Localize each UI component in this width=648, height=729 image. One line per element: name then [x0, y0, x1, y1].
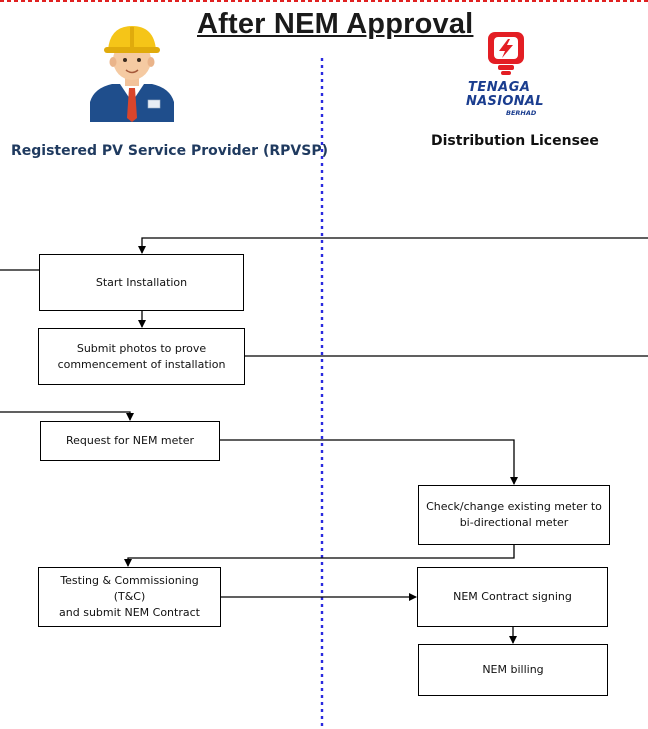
step-testing-commissioning: Testing & Commissioning (T&C) and submit…	[38, 567, 221, 627]
tnb-logo-line2: NASIONAL	[466, 94, 544, 109]
step-testing-commissioning-label: Testing & Commissioning (T&C) and submit…	[59, 574, 200, 619]
step-submit-photos-label: Submit photos to prove commencement of i…	[57, 341, 226, 371]
step-request-nem-meter: Request for NEM meter	[40, 421, 220, 461]
top-border	[0, 0, 648, 2]
page-title: After NEM Approval	[197, 8, 474, 40]
tnb-logo-line1: TENAGA	[468, 80, 531, 95]
engineer-avatar-icon	[90, 26, 174, 122]
step-check-meter: Check/change existing meter to bi-direct…	[418, 485, 610, 545]
connector-request-to-check	[219, 439, 518, 485]
step-check-meter-label: Check/change existing meter to bi-direct…	[426, 500, 602, 529]
step-nem-contract-signing: NEM Contract signing	[417, 567, 608, 627]
step-request-nem-meter-label: Request for NEM meter	[65, 434, 195, 447]
step-submit-photos: Submit photos to prove commencement of i…	[38, 328, 245, 385]
tnb-lightning-icon	[488, 32, 524, 75]
tnb-logo-line3: BERHAD	[506, 109, 537, 117]
connector-left-into-request	[0, 411, 134, 421]
step-nem-billing: NEM billing	[418, 644, 608, 696]
lane-label-rpvsp: Registered PV Service Provider (RPVSP)	[11, 143, 328, 159]
step-start-installation-label: Start Installation	[95, 275, 188, 289]
connector-return-to-start	[138, 237, 648, 254]
tnb-logo: TENAGA NASIONAL BERHAD	[462, 28, 556, 120]
lane-label-distribution-licensee: Distribution Licensee	[431, 133, 599, 149]
step-start-installation: Start Installation	[39, 254, 244, 311]
step-nem-contract-signing-label: NEM Contract signing	[453, 590, 572, 603]
connector-check-to-testing	[124, 544, 515, 567]
step-nem-billing-label: NEM billing	[482, 663, 544, 676]
